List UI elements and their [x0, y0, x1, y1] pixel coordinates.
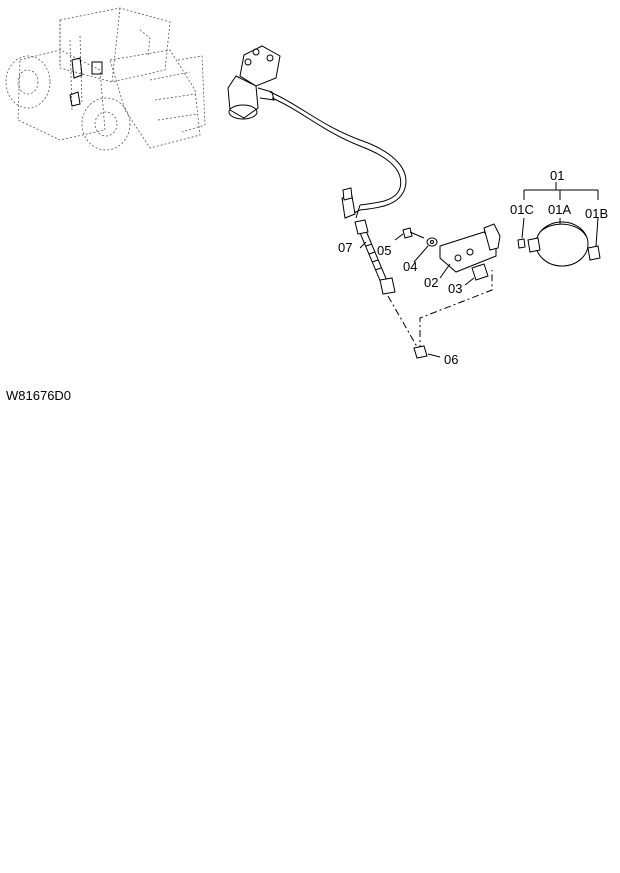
clamp-03-illustration: [471, 263, 489, 281]
callout-01: 01: [550, 168, 564, 183]
leader-line: [521, 217, 525, 239]
assembly-line: [387, 295, 421, 353]
accumulator-01-illustration: [517, 221, 601, 267]
washer-04-illustration: [426, 237, 438, 247]
callout-03: 03: [448, 281, 462, 296]
leader-line: [359, 241, 367, 249]
hydraulic-hose-illustration: [269, 91, 407, 219]
steering-unit-illustration: [227, 45, 281, 120]
callout-02: 02: [424, 275, 438, 290]
leader-line: [394, 233, 404, 241]
callout-01b: 01B: [585, 206, 608, 221]
elbow-fitting-illustration: [341, 187, 356, 219]
leader-line: [595, 217, 599, 247]
callout-05: 05: [377, 243, 391, 258]
wheel-loader-overview-illustration: [5, 7, 206, 151]
callout-07: 07: [338, 240, 352, 255]
leader-line: [439, 263, 451, 279]
callout-04: 04: [403, 259, 417, 274]
callout-06: 06: [444, 352, 458, 367]
bracket-02-illustration: [439, 223, 501, 273]
fitting-06-illustration: [413, 345, 428, 359]
callout-bracket-01: [523, 182, 599, 200]
leader-line: [413, 245, 429, 263]
drawing-code: W81676D0: [6, 388, 72, 403]
callout-01a: 01A: [548, 202, 571, 217]
hose-07-illustration: [354, 219, 396, 295]
leader-line: [464, 277, 475, 286]
bolt-05-illustration: [402, 227, 425, 239]
callout-01c: 01C: [510, 202, 534, 217]
leader-line: [427, 353, 441, 358]
assembly-line: [419, 270, 493, 352]
exploded-parts-diagram: 01 01C 01A 01B 07 05 04 02 03 06: [5, 7, 608, 367]
